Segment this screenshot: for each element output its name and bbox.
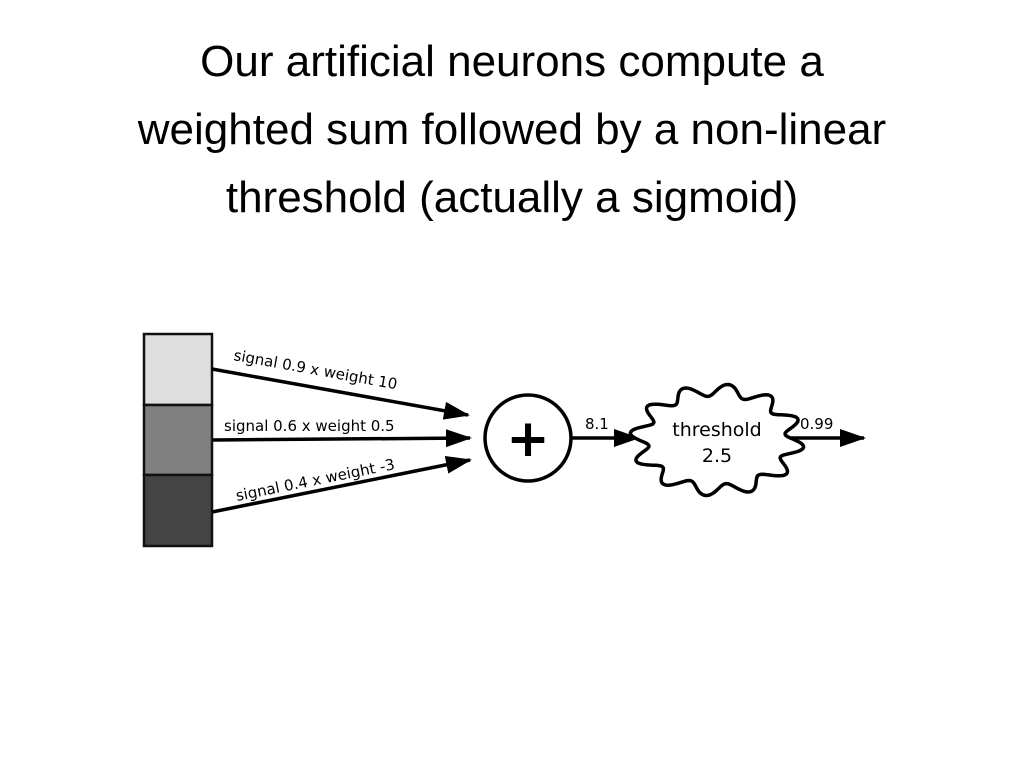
title-line-2: weighted sum followed by a non-linear: [137, 105, 887, 154]
sum-node: +: [483, 393, 573, 483]
threshold-node: threshold 2.5: [628, 382, 806, 498]
input-cell-3: [142, 473, 214, 548]
input-arrow-2: [211, 429, 472, 448]
sum-output-label: 8.1: [585, 415, 609, 433]
threshold-value: 2.5: [702, 445, 732, 467]
title-line-1: Our artificial neurons compute a: [200, 37, 824, 86]
threshold-label: threshold: [672, 419, 761, 441]
threshold-shape: [628, 382, 806, 498]
input-label-2: signal 0.6 x weight 0.5: [224, 417, 395, 435]
final-output-label: 0.99: [800, 415, 833, 433]
input-signal-column: [142, 332, 214, 548]
input-cell-2: [142, 403, 214, 477]
input-arrow-1: [211, 367, 470, 420]
input-cell-1: [142, 332, 214, 407]
title-line-3: threshold (actually a sigmoid): [225, 173, 799, 222]
slide-title: Our artificial neurons compute a weighte…: [30, 28, 994, 232]
input-arrow-3: [211, 455, 472, 514]
plus-symbol: +: [506, 409, 550, 469]
